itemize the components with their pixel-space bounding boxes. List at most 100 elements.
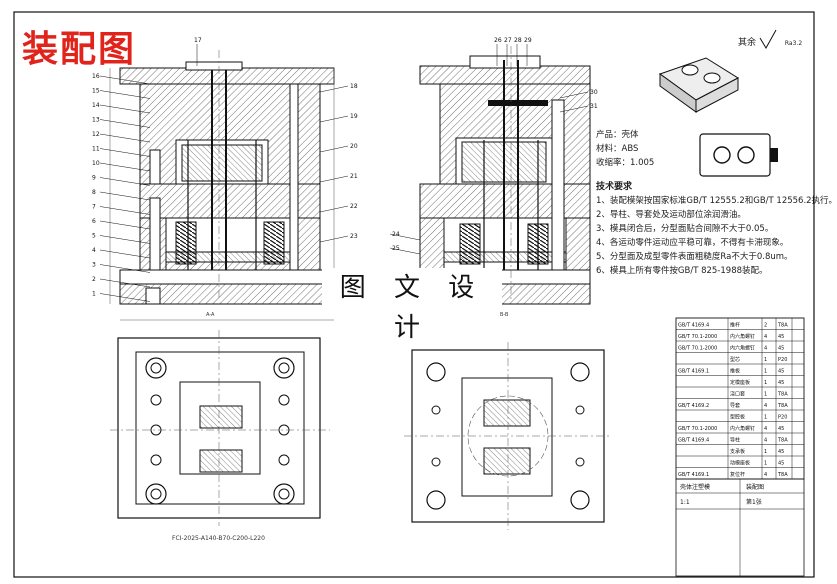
roughness-value: Ra3.2 bbox=[784, 40, 803, 47]
balloon-label: 16 bbox=[92, 73, 100, 80]
bom-cell: GB/T 4169.4 bbox=[678, 323, 709, 329]
balloon-label: 23 bbox=[350, 233, 358, 240]
bom-cell: P20 bbox=[778, 357, 787, 363]
bom-cell: 推杆 bbox=[730, 322, 740, 329]
bom-cell: 45 bbox=[778, 426, 784, 432]
balloon-label: 9 bbox=[92, 175, 96, 182]
balloon-label: 2 bbox=[92, 276, 96, 283]
note-line: 2、导柱、导套处及运动部位涂润滑油。 bbox=[596, 210, 746, 220]
balloon-label: 24 bbox=[392, 231, 400, 238]
watermark-text: 图 文 设 计 bbox=[322, 268, 502, 343]
section-view-left bbox=[109, 50, 335, 321]
part-info: 产品：壳体 材料：ABS 收缩率：1.005 bbox=[596, 128, 654, 170]
bom-cell: 4 bbox=[764, 472, 767, 478]
bom-cell: GB/T 4169.4 bbox=[678, 438, 709, 444]
bom-cell: 45 bbox=[778, 334, 784, 340]
part-shrinkage: 收缩率：1.005 bbox=[596, 158, 655, 168]
note-line: 6、模具上所有零件按GB/T 825-1988装配。 bbox=[596, 266, 768, 276]
roughness-symbol-icon bbox=[759, 29, 777, 49]
bom-cell: 内六角螺钉 bbox=[730, 345, 755, 352]
balloon-label: 25 bbox=[392, 245, 400, 252]
border-frame bbox=[13, 11, 815, 578]
bom-cell: 45 bbox=[778, 461, 784, 467]
bom-cell: 1 bbox=[764, 392, 767, 398]
balloon-label: 29 bbox=[524, 37, 532, 44]
drawing-stamp-title: 装配图 bbox=[22, 29, 137, 70]
bom-cell: 4 bbox=[764, 438, 767, 444]
bom-cell: 4 bbox=[764, 346, 767, 352]
balloon-label: 3 bbox=[92, 262, 96, 269]
bom-cell: 45 bbox=[778, 380, 784, 386]
bom-cell: 1 bbox=[764, 380, 767, 386]
bom-cell: GB/T 4169.2 bbox=[678, 403, 709, 409]
balloon-label: 28 bbox=[514, 37, 522, 44]
balloon-label: 18 bbox=[350, 83, 358, 90]
bom-cell: 1 bbox=[764, 449, 767, 455]
title-block-cell: 壳体注塑模 bbox=[680, 483, 710, 491]
balloon-label: 14 bbox=[92, 102, 100, 109]
section-caption-right: B-B bbox=[500, 312, 509, 318]
balloon-label: 6 bbox=[92, 218, 96, 225]
bom-cell: 动模座板 bbox=[730, 460, 750, 467]
bom-cell: 4 bbox=[764, 426, 767, 432]
bom-cell: T8A bbox=[777, 323, 788, 329]
balloon-label: 21 bbox=[350, 173, 358, 180]
bom-cell: GB/T 4169.1 bbox=[678, 472, 709, 478]
bom-cell: 导套 bbox=[730, 402, 740, 409]
balloon-label: 13 bbox=[92, 117, 100, 124]
bom-cell: 内六角螺钉 bbox=[730, 333, 755, 340]
roughness-label: 其余 bbox=[738, 38, 757, 48]
bom-cell: 1 bbox=[764, 461, 767, 467]
bom-cell: T8A bbox=[777, 392, 788, 398]
section-view-right bbox=[419, 46, 591, 305]
bom-cell: GB/T 70.1-2000 bbox=[678, 334, 717, 340]
note-line: 4、各运动零件运动应平稳可靠，不得有卡滞现象。 bbox=[596, 238, 789, 248]
title-block-cell: 第1张 bbox=[746, 498, 762, 506]
plan-view-left bbox=[110, 330, 330, 526]
balloon-label: 7 bbox=[92, 204, 96, 211]
bom-cell: GB/T 4169.1 bbox=[678, 369, 709, 375]
bom-cell: T8A bbox=[777, 403, 788, 409]
bom-cell: 1 bbox=[764, 415, 767, 421]
balloon-label: 17 bbox=[194, 37, 202, 44]
balloon-label: 8 bbox=[92, 189, 96, 196]
bom-cell: 定模座板 bbox=[730, 379, 750, 386]
balloon-label: 4 bbox=[92, 247, 96, 254]
section-caption-left: A-A bbox=[206, 312, 215, 318]
bom-cell: 浇口套 bbox=[730, 391, 745, 398]
bom-cell: 推板 bbox=[730, 368, 740, 375]
balloon-label: 22 bbox=[350, 203, 358, 210]
bom-cell: T8A bbox=[777, 472, 788, 478]
bom-cell: 45 bbox=[778, 369, 784, 375]
bom-cell: 型芯 bbox=[730, 356, 740, 363]
plan-view-right bbox=[404, 342, 612, 530]
technical-notes: 技术要求 1、装配模架按国家标准GB/T 12555.2和GB/T 12556.… bbox=[596, 180, 837, 278]
balloon-label: 1 bbox=[92, 291, 96, 298]
balloon-label: 11 bbox=[92, 146, 100, 153]
balloon-label: 12 bbox=[92, 131, 100, 138]
balloon-label: 26 bbox=[494, 37, 502, 44]
bom-cell: 1 bbox=[764, 369, 767, 375]
title-block-cell: 1:1 bbox=[680, 499, 690, 506]
bom-cell: 45 bbox=[778, 449, 784, 455]
bom-cell: 1 bbox=[764, 357, 767, 363]
bom-cell: T8A bbox=[777, 438, 788, 444]
bom-cell: 2 bbox=[764, 323, 767, 329]
note-line: 5、分型面及成型零件表面粗糙度Ra不大于0.8um。 bbox=[596, 252, 793, 262]
balloon-label: 19 bbox=[350, 113, 358, 120]
balloon-label: 5 bbox=[92, 233, 96, 240]
bom-cell: GB/T 70.1-2000 bbox=[678, 426, 717, 432]
bom-cell: 内六角螺钉 bbox=[730, 425, 755, 432]
product-top-sketch bbox=[699, 133, 778, 177]
balloon-label: 30 bbox=[590, 89, 598, 96]
part-name: 产品：壳体 bbox=[596, 130, 639, 140]
bom-cell: 支承板 bbox=[730, 448, 745, 455]
notes-title: 技术要求 bbox=[596, 182, 633, 192]
mold-base-code: FCI-2025-A140-B70-C200-L220 bbox=[172, 535, 265, 542]
bom-cell: P20 bbox=[778, 415, 787, 421]
bom-cell: 4 bbox=[764, 403, 767, 409]
balloon-label: 27 bbox=[504, 37, 512, 44]
bom-cell: 复位杆 bbox=[730, 471, 745, 478]
